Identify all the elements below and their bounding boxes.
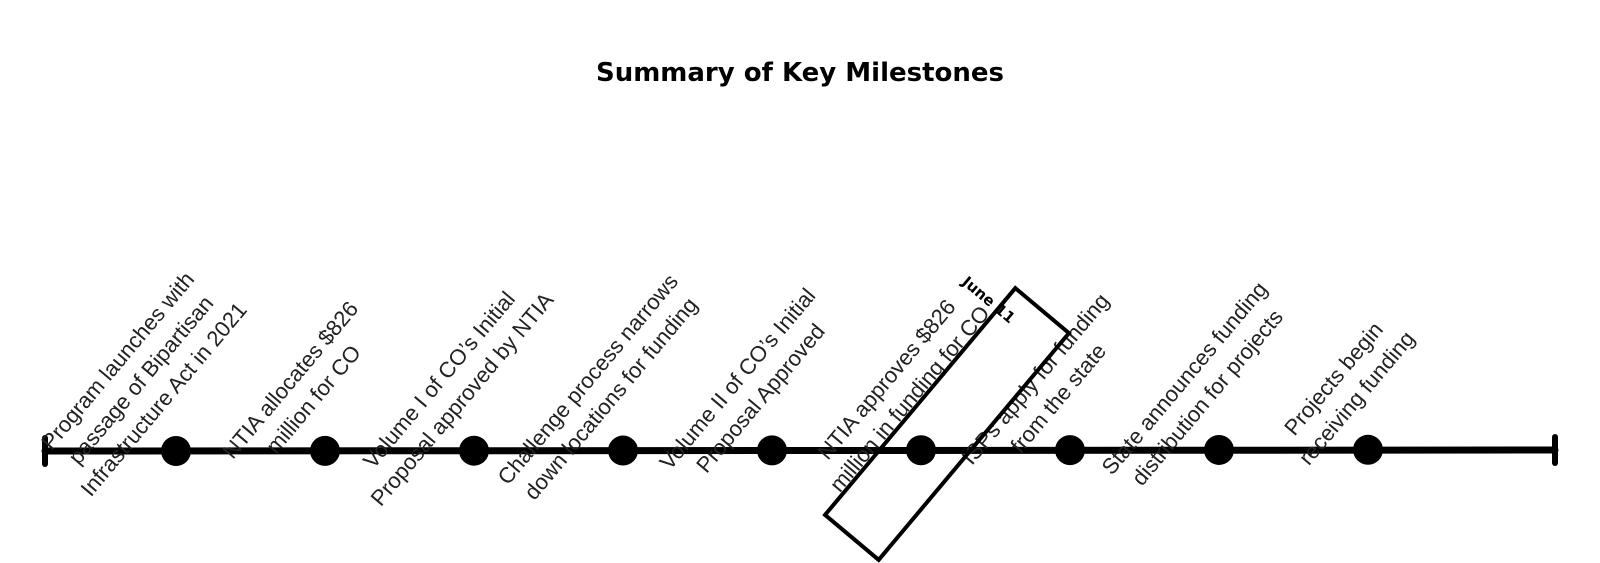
milestone-dot (906, 435, 936, 466)
milestone-dot (1204, 434, 1234, 465)
milestone-dot (1353, 434, 1383, 465)
milestone-dot (459, 435, 489, 466)
milestone-dot (757, 435, 787, 466)
milestone-dots (161, 434, 1383, 466)
milestone-dot (608, 435, 638, 466)
timeline (41, 434, 1559, 467)
milestone-dot (161, 436, 191, 466)
milestone-dot (310, 435, 340, 466)
milestone-dot (1055, 435, 1085, 466)
diagram-title: Summary of Key Milestones (595, 58, 1005, 88)
timeline-axis (41, 446, 1559, 455)
